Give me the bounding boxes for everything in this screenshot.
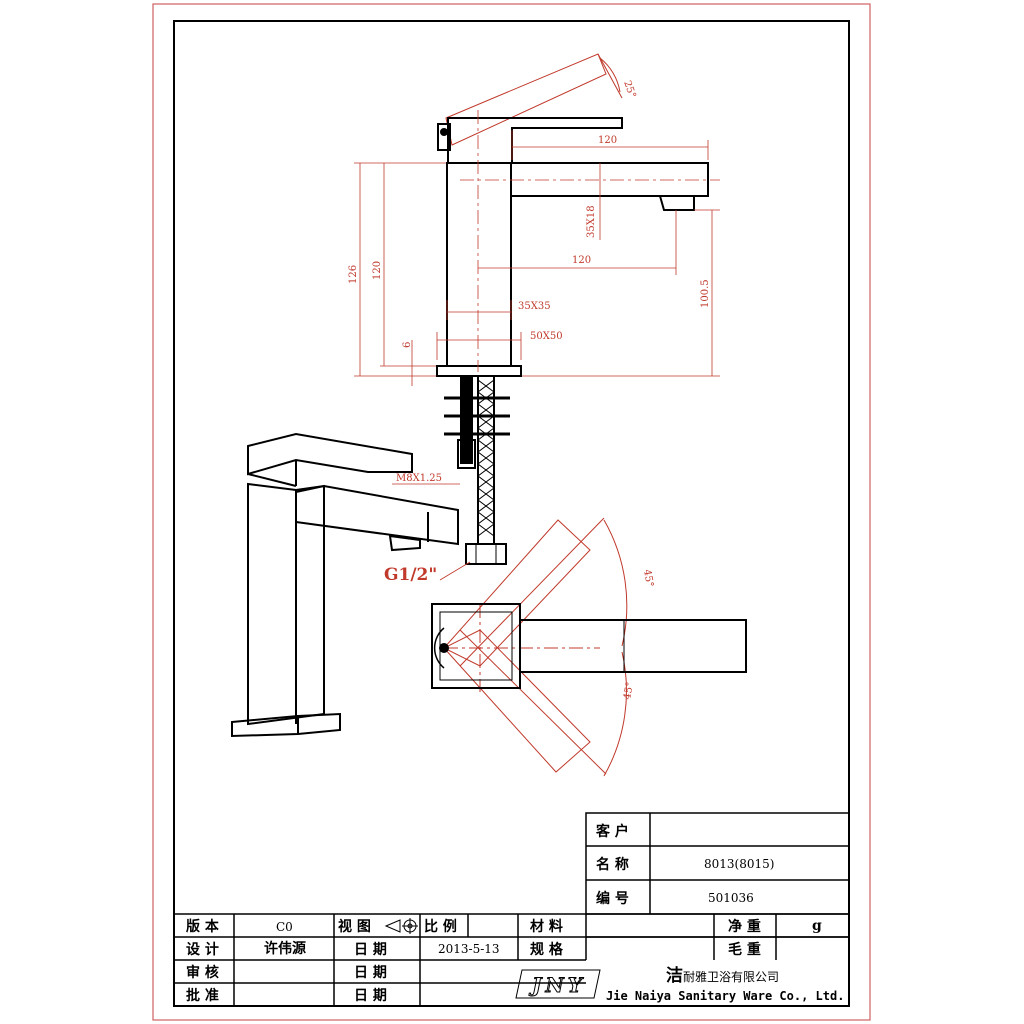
dim-reach: 120	[572, 255, 591, 266]
view-label: 视 图	[338, 918, 371, 935]
plan-outline	[431, 603, 747, 689]
company-logo: JNY	[515, 969, 601, 999]
scale-label: 比 例	[424, 918, 457, 935]
net-weight-unit: g	[812, 918, 822, 934]
dim-hose-connection: G1/2"	[384, 565, 437, 585]
sheet-outer-border	[152, 3, 871, 1021]
code-value: 501036	[708, 891, 754, 905]
front-elevation-view: 25° 120 35X18 120 126 120 6 35X35 50X50 …	[348, 53, 720, 585]
dim-spout-height: 100.5	[700, 279, 711, 308]
dim-spout-length-top: 120	[598, 135, 617, 146]
date-label-3: 日 期	[354, 988, 387, 1004]
dim-body-section: 35X35	[518, 301, 551, 312]
net-weight-label: 净 重	[728, 918, 761, 935]
logo-text: JNY	[528, 973, 586, 997]
material-label: 材 料	[530, 918, 563, 935]
dim-angle-top: 25°	[621, 79, 637, 99]
center-lines	[460, 110, 720, 372]
company-name-cn: 洁耐雅卫浴有限公司	[666, 965, 779, 986]
faucet-spout	[511, 162, 709, 211]
date-value-1: 2013-5-13	[438, 942, 500, 956]
dim-height-body: 120	[372, 261, 383, 280]
braided-hose	[465, 375, 507, 565]
spec-label: 规 格	[530, 941, 564, 958]
review-label: 审 核	[186, 964, 219, 981]
version-label: 版 本	[186, 918, 220, 935]
design-label: 设 计	[186, 941, 219, 958]
name-value: 8013(8015)	[704, 857, 774, 871]
dimension-lines	[354, 130, 720, 581]
dim-spout-section: 35X18	[586, 205, 597, 238]
lever-raised-outline	[445, 53, 623, 146]
date-label-1: 日 期	[354, 942, 387, 958]
approve-label: 批 准	[186, 987, 219, 1004]
gross-weight-label: 毛 重	[728, 941, 761, 958]
handle-rotation-outlines	[443, 517, 628, 777]
title-block: 客 户 名 称 8013(8015) 编 号 501036 版 本 C0 视 图	[173, 812, 850, 1007]
dim-base-thickness: 6	[402, 342, 413, 348]
dim-height-total: 126	[348, 265, 359, 284]
customer-label: 客 户	[595, 823, 629, 840]
projection-symbol-icon	[384, 918, 418, 934]
dim-base-section: 50X50	[530, 331, 563, 342]
name-label: 名 称	[596, 856, 629, 873]
lever-handle	[437, 117, 623, 164]
code-label: 编 号	[596, 890, 629, 907]
dim-angle-plan-lower: 45°	[622, 681, 636, 700]
isometric-view	[231, 432, 459, 738]
faucet-body	[446, 162, 512, 367]
dim-thread: M8X1.25	[396, 473, 442, 484]
faucet-base	[436, 365, 522, 377]
designer-name: 许伟源	[264, 940, 306, 957]
plan-view: 45° 45°	[431, 517, 747, 777]
date-label-2: 日 期	[354, 965, 387, 981]
dim-angle-plan-upper: 45°	[641, 569, 655, 588]
version-value: C0	[276, 920, 293, 934]
company-name-en: Jie Naiya Sanitary Ware Co., Ltd.	[606, 989, 844, 1003]
